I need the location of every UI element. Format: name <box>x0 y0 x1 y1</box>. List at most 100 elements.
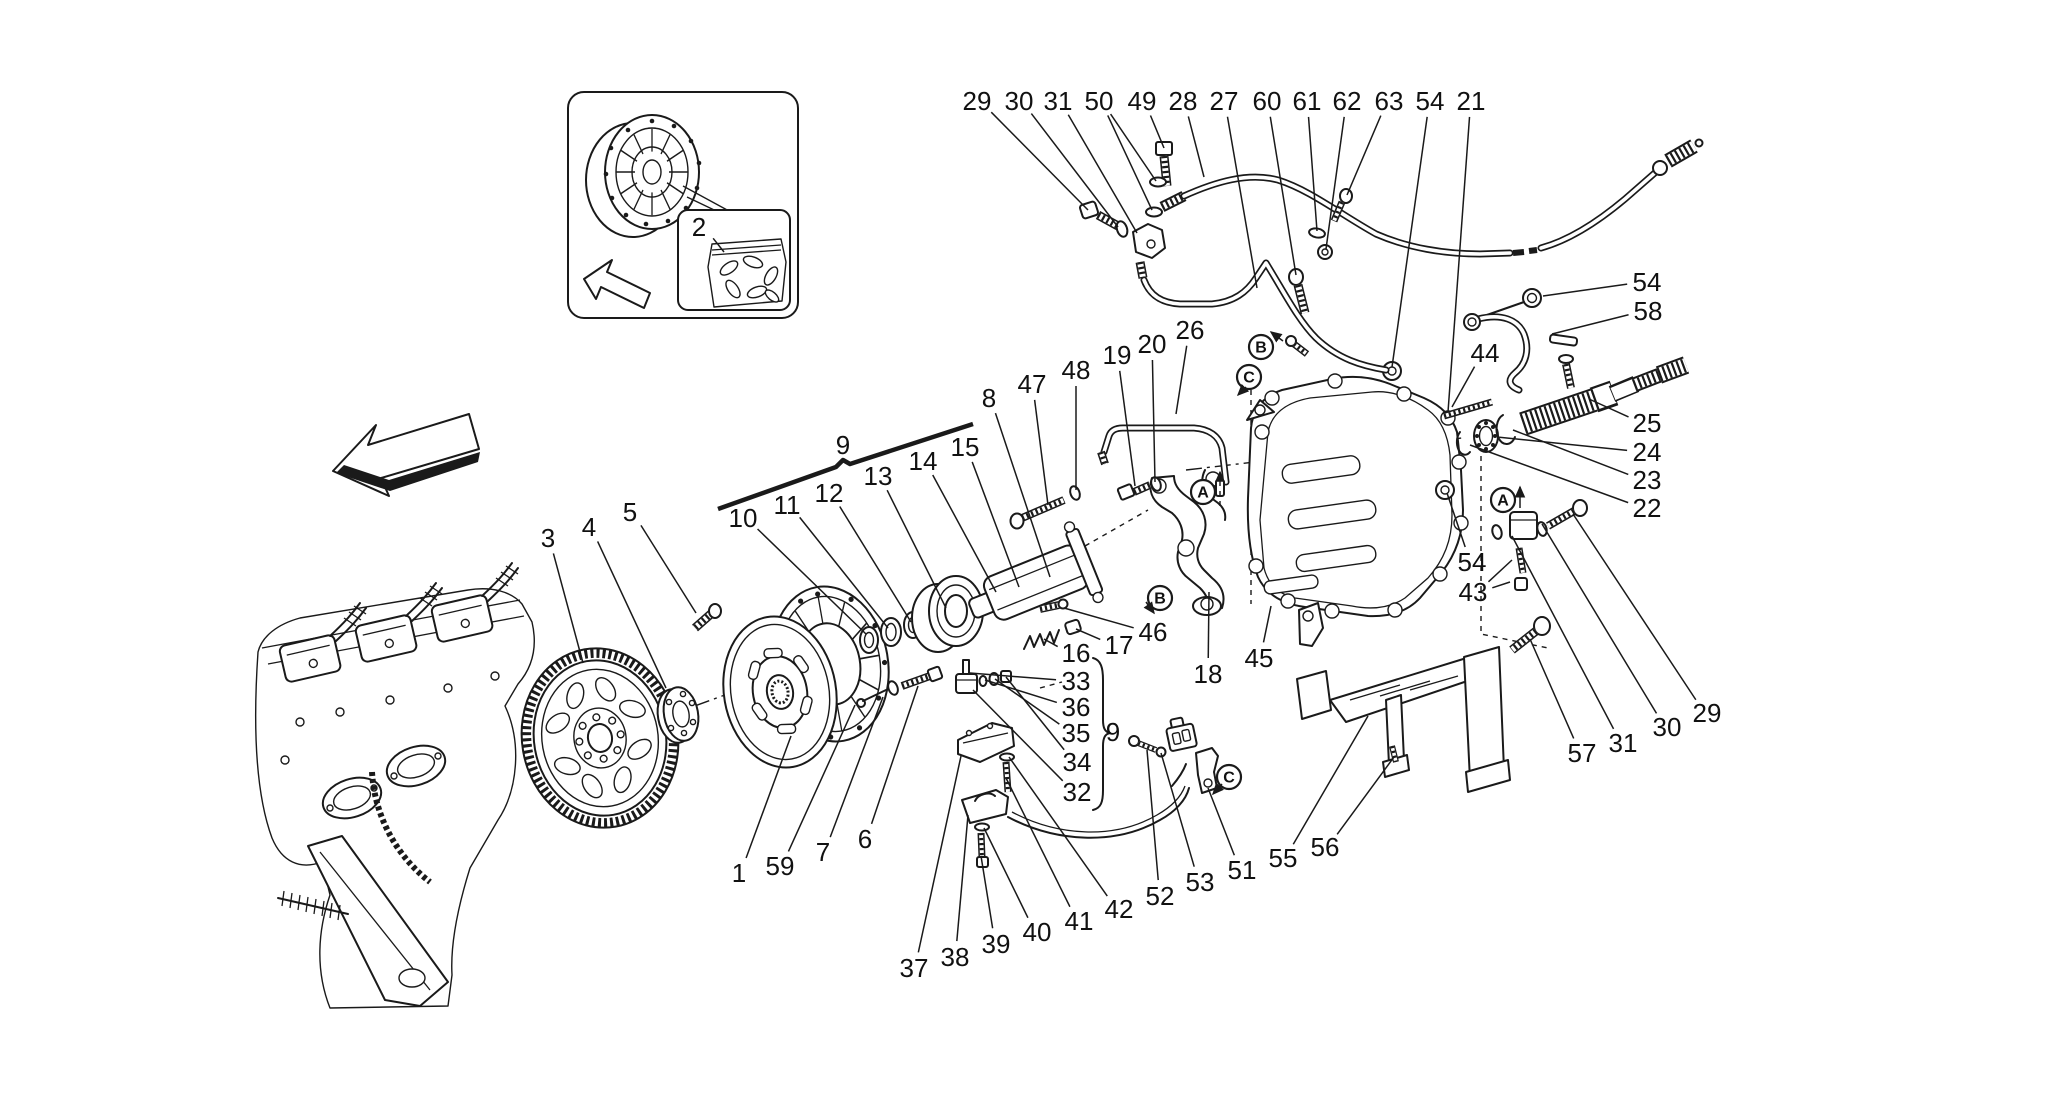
part-label-24[interactable]: 24 <box>1496 436 1661 467</box>
part-label-12[interactable]: 12 <box>815 478 912 623</box>
part-label-40[interactable]: 40 <box>983 827 1051 947</box>
part-label-2[interactable]: 2 <box>692 212 725 253</box>
bolt-41-42 <box>999 752 1015 793</box>
part-label-60[interactable]: 60 <box>1253 86 1297 276</box>
part-label-56[interactable]: 56 <box>1311 756 1395 862</box>
part-label-9[interactable]: 9 <box>1106 717 1120 747</box>
part-label-43[interactable]: 43 <box>1459 559 1513 607</box>
part-label-57[interactable]: 57 <box>1529 638 1597 768</box>
svg-text:33: 33 <box>1062 666 1091 696</box>
part-label-54[interactable]: 54 <box>1391 86 1444 368</box>
part-label-44[interactable]: 44 <box>1451 338 1499 408</box>
inset-panel <box>567 91 799 319</box>
part-label-32[interactable]: 32 <box>972 689 1092 807</box>
part-label-54[interactable]: 54 <box>1542 267 1661 297</box>
part-label-36[interactable]: 36 <box>984 679 1090 722</box>
part-label-25[interactable]: 25 <box>1588 398 1661 438</box>
part-label-41[interactable]: 41 <box>1005 777 1093 936</box>
svg-text:45: 45 <box>1245 643 1274 673</box>
part-label-31[interactable]: 31 <box>1511 535 1637 758</box>
pin-17 <box>1064 618 1082 636</box>
bolt-19-20 <box>1116 476 1162 501</box>
part-label-61[interactable]: 61 <box>1293 86 1322 232</box>
part-label-59[interactable]: 59 <box>766 704 856 881</box>
svg-text:57: 57 <box>1568 738 1597 768</box>
part-label-3[interactable]: 3 <box>541 523 584 664</box>
part-label-18[interactable]: 18 <box>1194 591 1223 689</box>
part-label-47[interactable]: 47 <box>1018 369 1049 506</box>
part-label-58[interactable]: 58 <box>1551 296 1662 335</box>
flexible-hose-end <box>1512 138 1704 256</box>
part-label-4[interactable]: 4 <box>582 512 667 689</box>
svg-text:2: 2 <box>692 212 706 242</box>
part-label-63[interactable]: 63 <box>1346 86 1404 196</box>
part-label-46[interactable]: 46 <box>1063 607 1167 647</box>
part-label-7[interactable]: 7 <box>816 696 884 867</box>
support-bracket-37 <box>957 722 1015 763</box>
part-label-62[interactable]: 62 <box>1325 86 1362 250</box>
part-label-38[interactable]: 38 <box>941 814 970 972</box>
part-label-30[interactable]: 30 <box>1005 86 1119 228</box>
part-label-34[interactable]: 34 <box>1005 676 1091 777</box>
part-label-42[interactable]: 42 <box>1008 756 1134 924</box>
part-label-15[interactable]: 15 <box>951 432 1020 588</box>
part-label-30[interactable]: 30 <box>1541 523 1681 742</box>
part-label-28[interactable]: 28 <box>1169 86 1205 178</box>
svg-text:62: 62 <box>1333 86 1362 116</box>
svg-text:20: 20 <box>1138 329 1167 359</box>
part-label-54[interactable]: 54 <box>1446 492 1486 577</box>
part-label-33[interactable]: 33 <box>969 666 1091 696</box>
engine-mount-arm <box>307 835 449 1007</box>
part-label-49[interactable]: 49 <box>1128 86 1165 149</box>
part-label-11[interactable]: 11 <box>774 490 889 629</box>
svg-text:15: 15 <box>951 432 980 462</box>
part-label-6[interactable]: 6 <box>858 685 919 854</box>
pipe-27 <box>1140 259 1390 374</box>
svg-text:A: A <box>1497 493 1509 510</box>
part-label-5[interactable]: 5 <box>623 497 697 614</box>
svg-text:63: 63 <box>1375 86 1404 116</box>
svg-text:51: 51 <box>1228 855 1257 885</box>
part-label-22[interactable]: 22 <box>1469 444 1661 523</box>
svg-text:B: B <box>1255 340 1267 357</box>
part-label-27[interactable]: 27 <box>1210 86 1258 289</box>
part-label-45[interactable]: 45 <box>1245 605 1274 673</box>
part-label-26[interactable]: 26 <box>1175 315 1205 415</box>
part-label-50[interactable]: 50 <box>1085 86 1157 211</box>
svg-text:42: 42 <box>1105 894 1134 924</box>
part-label-10[interactable]: 10 <box>729 503 867 635</box>
part-label-39[interactable]: 39 <box>980 855 1010 959</box>
part-label-21[interactable]: 21 <box>1447 86 1485 413</box>
svg-text:32: 32 <box>1063 777 1092 807</box>
part-label-16[interactable]: 16 <box>1043 638 1090 668</box>
part-label-55[interactable]: 55 <box>1269 715 1369 873</box>
part-label-53[interactable]: 53 <box>1160 752 1215 897</box>
part-label-1[interactable]: 1 <box>732 735 792 888</box>
svg-text:10: 10 <box>729 503 758 533</box>
part-label-20[interactable]: 20 <box>1138 329 1167 483</box>
svg-text:11: 11 <box>774 490 801 520</box>
part-label-35[interactable]: 35 <box>994 678 1090 748</box>
svg-text:B: B <box>1154 591 1166 608</box>
inset-pressure-plate <box>585 114 702 238</box>
part-label-8[interactable]: 8 <box>982 383 1051 578</box>
part-label-29[interactable]: 29 <box>963 86 1089 211</box>
part-label-17[interactable]: 17 <box>1075 628 1133 660</box>
part-label-23[interactable]: 23 <box>1512 429 1661 495</box>
svg-text:5: 5 <box>623 497 637 527</box>
part-label-31[interactable]: 31 <box>1044 86 1138 234</box>
part-label-9[interactable]: 9 <box>836 430 850 460</box>
part-label-37[interactable]: 37 <box>900 755 962 983</box>
part-label-51[interactable]: 51 <box>1207 787 1257 885</box>
clutch-bolts <box>856 665 944 708</box>
part-label-48[interactable]: 48 <box>1062 355 1091 490</box>
group-9-brace <box>1092 657 1111 811</box>
svg-text:53: 53 <box>1186 867 1215 897</box>
sensor-52-53 <box>1128 716 1198 758</box>
part-label-13[interactable]: 13 <box>864 461 947 609</box>
part-label-29[interactable]: 29 <box>1572 513 1721 728</box>
part-label-14[interactable]: 14 <box>909 446 997 593</box>
part-label-19[interactable]: 19 <box>1103 340 1136 487</box>
part-label-52[interactable]: 52 <box>1146 749 1175 911</box>
sensor-fitting-B <box>1285 335 1310 357</box>
